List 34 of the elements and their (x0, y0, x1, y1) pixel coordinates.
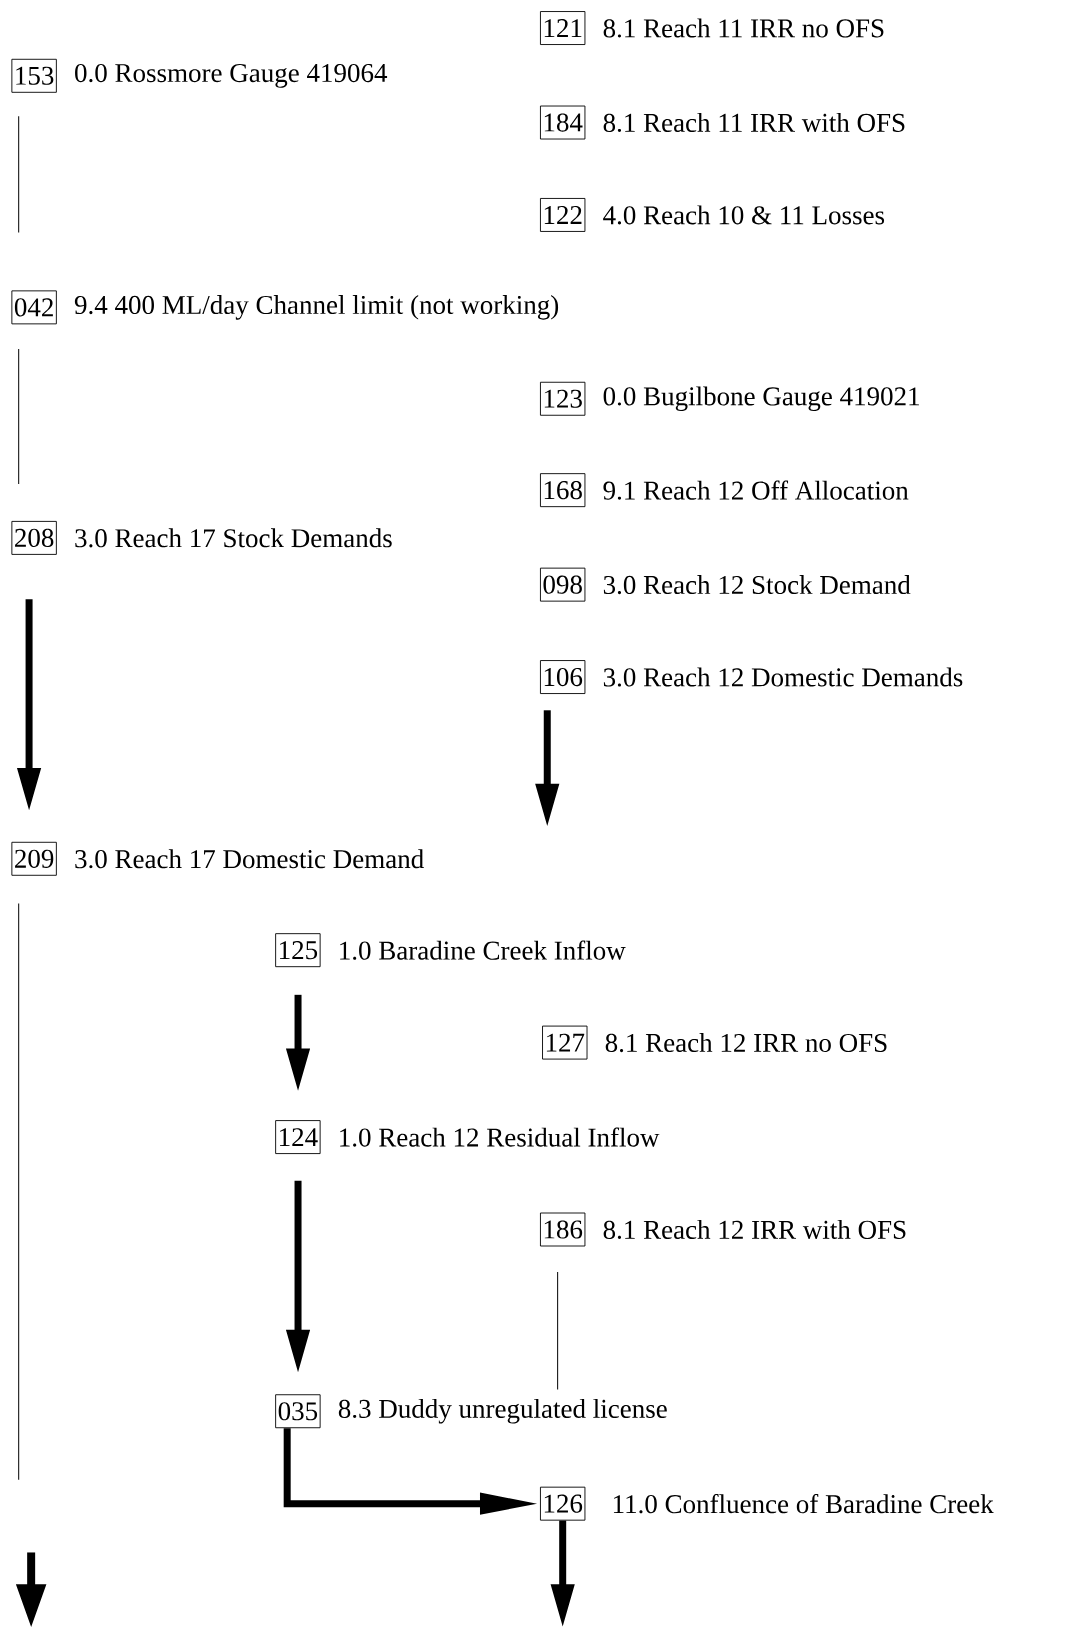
number-box: 126 (540, 1486, 586, 1521)
node-label: 0.0 Bugilbone Gauge 419021 (603, 386, 919, 412)
number-box: 042 (11, 290, 57, 325)
node-label: 8.3 Duddy unregulated license (338, 1398, 667, 1424)
number-box: 168 (540, 473, 586, 508)
node-label: 1.0 Baradine Creek Inflow (340, 940, 626, 960)
number-box: 124 (275, 1120, 321, 1155)
number-box: 208 (11, 520, 57, 555)
number-box: 122 (540, 198, 586, 232)
node-label: 8.1 Reach 11 IRR with OFS (603, 112, 905, 133)
node-label: 3.0 Reach 12 Stock Demand (603, 575, 911, 595)
node-label: 11.0 Confluence of Baradine Creek (613, 1493, 994, 1514)
number-box: 123 (540, 381, 586, 416)
node-label: 8.1 Reach 12 IRR with OFS (603, 1219, 906, 1240)
node-label: 8.1 Reach 12 IRR no OFS (605, 1033, 887, 1053)
node-label: 3.0 Reach 17 Stock Demands (75, 528, 392, 548)
node-label: 9.1 Reach 12 Off Allocation (603, 480, 909, 500)
node-label: 0.0 Rossmore Gauge 419064 (75, 63, 388, 88)
number-box: 209 (11, 841, 57, 876)
node-label: 3.0 Reach 17 Domestic Demand (75, 849, 424, 869)
number-box: 121 (540, 11, 586, 45)
number-box: 153 (11, 58, 57, 93)
node-label: 1.0 Reach 12 Residual Inflow (340, 1127, 660, 1147)
number-box: 035 (275, 1394, 321, 1429)
number-box: 106 (540, 660, 586, 694)
node-label: 9.4 400 ML/day Channel limit (not working) (74, 295, 559, 320)
node-label: 3.0 Reach 12 Domestic Demands (603, 667, 963, 687)
number-box: 098 (540, 567, 586, 602)
number-box: 127 (542, 1025, 588, 1060)
number-box: 184 (540, 105, 586, 140)
node-label: 8.1 Reach 11 IRR no OFS (603, 18, 884, 38)
number-box: 186 (540, 1212, 586, 1247)
node-label: 4.0 Reach 10 & 11 Losses (603, 205, 885, 225)
number-box: 125 (275, 933, 321, 968)
